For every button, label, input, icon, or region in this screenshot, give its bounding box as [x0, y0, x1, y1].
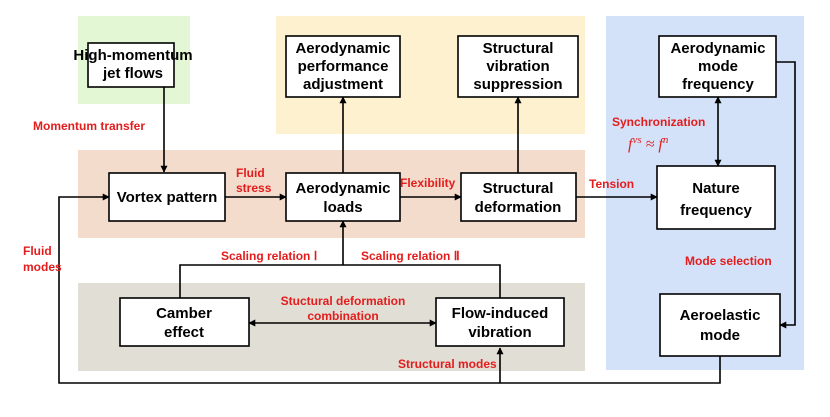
edge-feedback-loop	[58, 193, 721, 384]
label-scaling-1: Scaling relation Ⅰ	[221, 249, 317, 263]
label-tension: Tension	[589, 177, 634, 191]
label-sync-formula: fvs ≈ fn	[628, 134, 669, 153]
edge-mode-selection	[776, 61, 796, 329]
edge-scaling	[179, 221, 501, 298]
edges	[58, 61, 796, 384]
label-synchronization: Synchronization	[612, 115, 705, 129]
node-vortex-pattern-label: Vortex pattern	[117, 189, 218, 206]
label-scaling-2: Scaling relation Ⅱ	[361, 249, 460, 263]
node-vortex-pattern: Vortex pattern	[108, 172, 226, 222]
label-mode-selection: Mode selection	[685, 254, 772, 268]
label-flexibility: Flexibility	[400, 176, 456, 190]
label-momentum-transfer: Momentum transfer	[33, 119, 145, 133]
label-structural-modes: Structural modes	[398, 357, 497, 371]
